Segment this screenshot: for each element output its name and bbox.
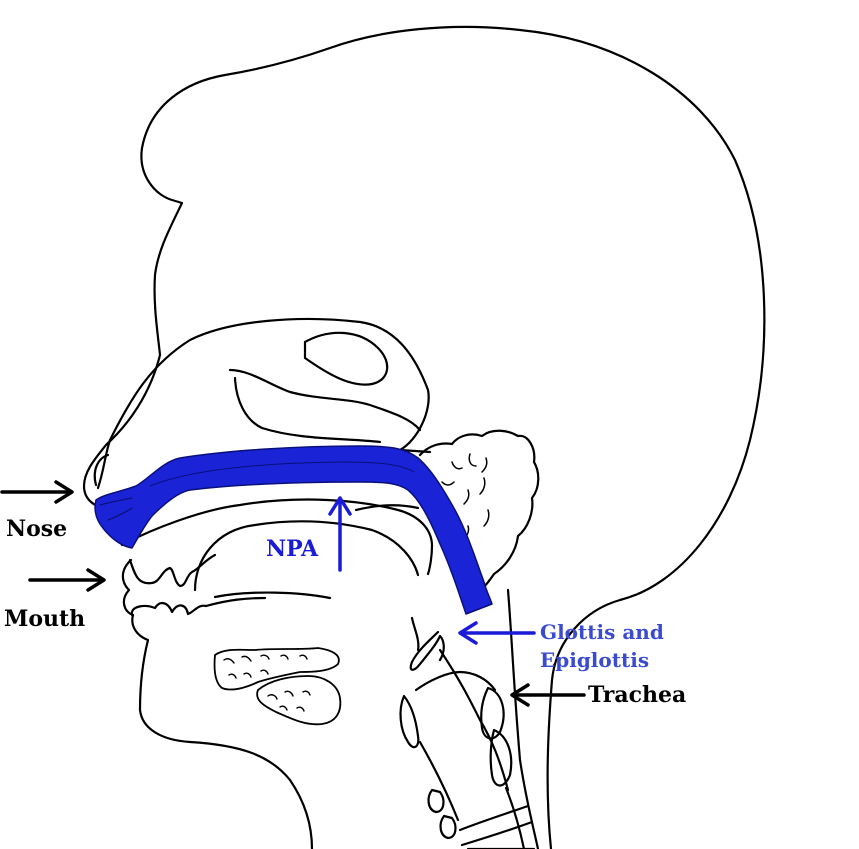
npa-inner-line bbox=[149, 461, 415, 487]
trachea-arrow bbox=[510, 683, 586, 707]
submandibular-gland bbox=[256, 675, 342, 726]
sublingual-texture bbox=[223, 654, 308, 679]
tracheal-ring-2 bbox=[439, 814, 457, 840]
npa-arrow bbox=[328, 496, 352, 572]
tracheal-ring-1 bbox=[427, 788, 445, 814]
trachea-label: Trachea bbox=[588, 682, 687, 708]
glottis-label-line2: Epiglottis bbox=[540, 648, 650, 672]
chin-outline bbox=[131, 613, 314, 849]
larynx-posterior bbox=[414, 670, 497, 692]
npa-flange-detail bbox=[99, 497, 133, 521]
hard-palate bbox=[120, 498, 434, 576]
sublingual-gland bbox=[213, 647, 340, 691]
arytenoid bbox=[489, 728, 513, 787]
palate-arch bbox=[193, 520, 420, 592]
soft-palate bbox=[354, 504, 420, 512]
mouth-arrow bbox=[28, 568, 106, 592]
glottis-arrow bbox=[458, 621, 536, 645]
esophagus bbox=[504, 786, 526, 849]
nose-label: Nose bbox=[6, 516, 68, 542]
lip-outline bbox=[121, 558, 135, 617]
nose-arrow bbox=[0, 480, 74, 504]
vocal-fold-line bbox=[418, 740, 460, 822]
trachea-tube bbox=[458, 804, 536, 849]
thyroid-cartilage bbox=[399, 694, 420, 749]
posterior-pharynx-wall bbox=[506, 588, 540, 849]
tongue-top bbox=[213, 591, 332, 600]
submandibular-texture bbox=[267, 690, 311, 712]
mandible-line bbox=[204, 596, 267, 608]
lower-teeth bbox=[130, 602, 208, 617]
glottis-label-line1: Glottis and bbox=[540, 620, 664, 644]
head-outline bbox=[82, 25, 766, 849]
nasal-cavity bbox=[96, 317, 432, 490]
nose-tip bbox=[93, 453, 110, 487]
epiglottis-fold bbox=[410, 616, 420, 652]
npa-tube bbox=[94, 445, 493, 615]
larynx-anterior bbox=[438, 648, 510, 792]
nasal-turbinate-lower bbox=[233, 376, 382, 444]
cricoid-cartilage bbox=[480, 686, 505, 740]
nasal-turbinate-middle bbox=[228, 368, 422, 432]
nasal-turbinate-upper bbox=[303, 331, 389, 386]
adenoid-tissue bbox=[418, 429, 540, 602]
mouth-label: Mouth bbox=[4, 606, 86, 632]
upper-teeth bbox=[128, 553, 217, 588]
epiglottis bbox=[409, 630, 445, 671]
npa-label: NPA bbox=[266, 536, 319, 562]
